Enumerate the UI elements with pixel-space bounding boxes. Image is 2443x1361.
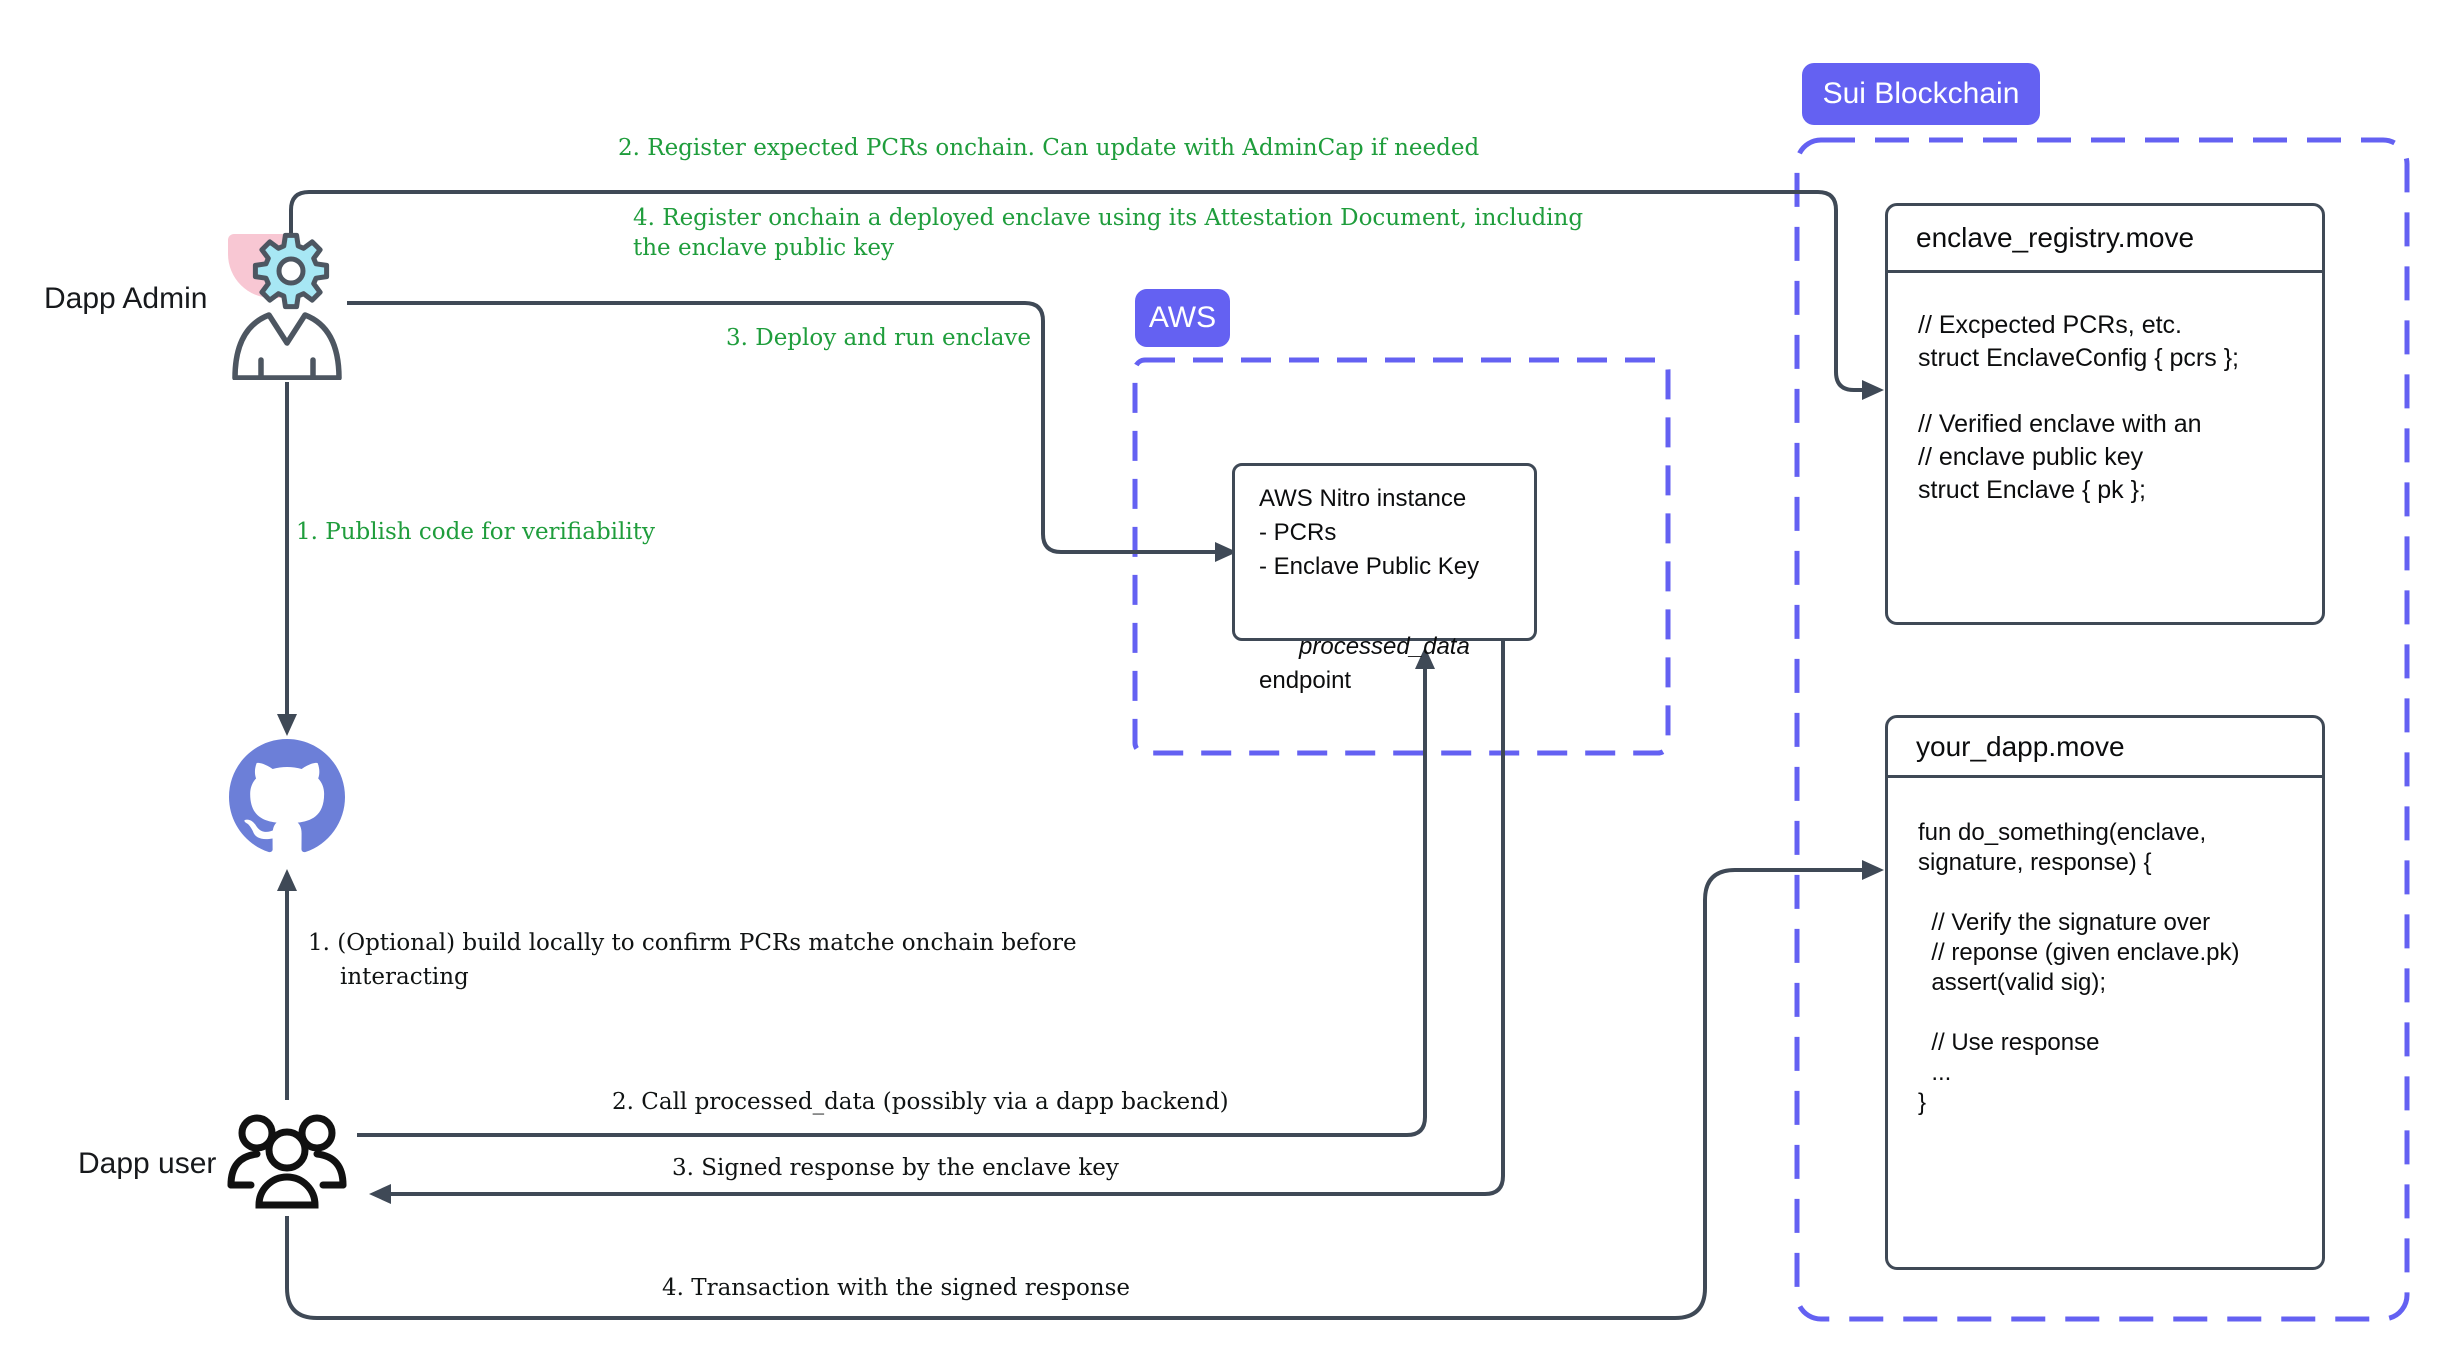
code-line — [1918, 878, 2322, 908]
annotation-register-pcrs: 2. Register expected PCRs onchain. Can u… — [618, 135, 1480, 161]
code-line: } — [1918, 1089, 1927, 1116]
enclave-registry-title: enclave_registry.move — [1888, 206, 2322, 273]
sui-blockchain-badge: Sui Blockchain — [1802, 63, 2040, 125]
nitro-title: AWS Nitro instance — [1259, 485, 1467, 512]
code-line: // Verify the signature over — [1918, 909, 2211, 936]
arrowhead-transaction — [1862, 860, 1884, 880]
code-line — [1918, 998, 2322, 1028]
annotation-signed-response: 3. Signed response by the enclave key — [672, 1155, 1119, 1181]
nitro-endpoint: processed_data endpoint — [1259, 596, 1534, 732]
arrowhead-optional-build — [277, 869, 297, 891]
dapp-user-label: Dapp user — [78, 1147, 217, 1180]
code-line — [1918, 375, 2322, 408]
code-line: // reponse (given enclave.pk) — [1918, 939, 2240, 966]
aws-nitro-panel: AWS Nitro instance - PCRs - Enclave Publ… — [1232, 463, 1537, 694]
nitro-item: - PCRs — [1259, 519, 1337, 546]
annotation-call-endpoint: 2. Call processed_data (possibly via a d… — [612, 1089, 1229, 1115]
annotation-optional-build: 1. (Optional) build locally to confirm P… — [308, 930, 1077, 990]
annotation-register-enclave: 4. Register onchain a deployed enclave u… — [633, 205, 1584, 261]
enclave-registry-panel: enclave_registry.move // Excpected PCRs,… — [1885, 203, 2325, 625]
arrowhead-register — [1862, 380, 1884, 400]
your-dapp-panel: your_dapp.move fun do_something(enclave,… — [1885, 715, 2325, 1270]
code-line: assert(valid sig); — [1918, 969, 2107, 996]
github-octocat-icon — [229, 739, 345, 853]
gear-icon — [252, 232, 330, 310]
code-line: fun do_something(enclave, — [1918, 819, 2207, 846]
code-line: // Excpected PCRs, etc. — [1918, 311, 2182, 339]
enclave-registry-code: // Excpected PCRs, etc. struct EnclaveCo… — [1888, 273, 2322, 507]
aws-badge: AWS — [1135, 289, 1230, 347]
code-line: ... — [1918, 1059, 1952, 1086]
annotation-transaction: 4. Transaction with the signed response — [662, 1275, 1131, 1301]
nitro-endpoint-name: processed_data — [1299, 633, 1470, 660]
code-line: signature, response) { — [1918, 849, 2152, 876]
your-dapp-title: your_dapp.move — [1888, 718, 2322, 778]
code-line: // Use response — [1918, 1029, 2100, 1056]
arrowhead-publish — [277, 714, 297, 736]
your-dapp-code: fun do_something(enclave, signature, res… — [1888, 778, 2322, 1118]
nitro-item: - Enclave Public Key — [1259, 553, 1480, 580]
dapp-admin-label: Dapp Admin — [44, 282, 208, 315]
annotation-publish: 1. Publish code for verifiability — [296, 519, 655, 545]
users-group-icon — [227, 1114, 347, 1209]
code-line: struct EnclaveConfig { pcrs }; — [1918, 344, 2239, 372]
code-line: struct Enclave { pk }; — [1918, 476, 2146, 504]
arrowhead-signed-response — [369, 1184, 391, 1204]
code-line: // enclave public key — [1918, 443, 2144, 471]
arrow-call-endpoint — [357, 669, 1427, 1137]
code-line: // Verified enclave with an — [1918, 410, 2202, 438]
annotation-deploy: 3. Deploy and run enclave — [726, 325, 1032, 351]
